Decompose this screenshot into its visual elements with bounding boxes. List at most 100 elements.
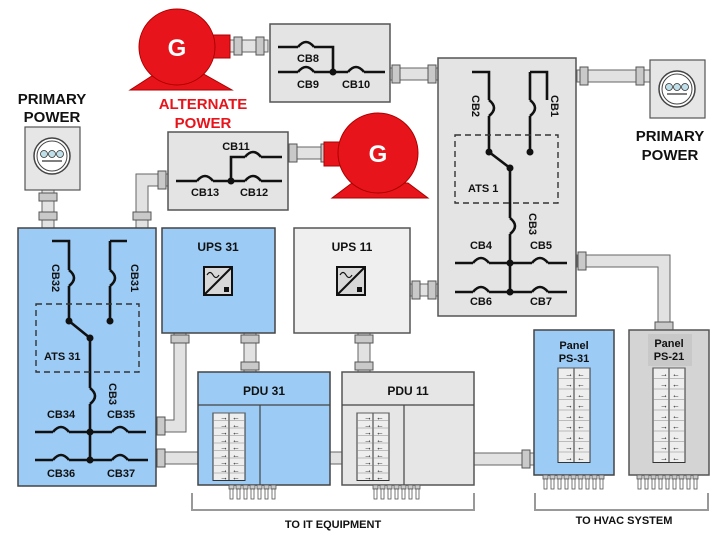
breaker-switch-icon: → bbox=[660, 432, 668, 441]
breaker-switch-icon: ← bbox=[672, 411, 680, 420]
outlet-connector-icon bbox=[577, 474, 584, 480]
breaker-switch-icon: → bbox=[364, 428, 372, 437]
breaker-switch-icon: → bbox=[220, 443, 228, 452]
pdu11-unit: PDU 11 →←→←→←→←→←→←→←→←→← bbox=[341, 371, 475, 500]
outlet-row bbox=[228, 484, 277, 500]
breaker-switch-icon: → bbox=[364, 465, 372, 474]
breaker-switch-icon: ← bbox=[232, 443, 240, 452]
breaker-switch-icon: ← bbox=[577, 401, 585, 410]
outlet-connector-icon bbox=[242, 484, 249, 490]
ups31-unit: UPS 31 bbox=[161, 227, 276, 334]
ps31-label-line1: Panel bbox=[559, 340, 588, 352]
generator-label-2: G bbox=[369, 141, 388, 168]
outlet-row bbox=[636, 474, 699, 490]
breaker-switch-icon: ← bbox=[376, 450, 384, 459]
outlet-connector-icon bbox=[393, 484, 400, 490]
conduits bbox=[38, 36, 674, 469]
ups11-label: UPS 11 bbox=[332, 240, 373, 254]
breaker-switch-icon: ← bbox=[232, 428, 240, 437]
outlet-connector-icon bbox=[407, 484, 414, 490]
pdu11-label: PDU 11 bbox=[387, 384, 429, 398]
breaker-switch-icon: → bbox=[220, 420, 228, 429]
breaker-switch-icon: ← bbox=[672, 422, 680, 431]
outlet-connector-icon bbox=[570, 474, 577, 480]
outlet-connector-icon bbox=[270, 484, 277, 490]
cb7-label: CB7 bbox=[530, 296, 552, 308]
generator-alternate-bottom: G bbox=[323, 112, 430, 199]
cb9-label: CB9 bbox=[297, 79, 319, 91]
breaker-switch-icon: → bbox=[565, 401, 573, 410]
outlet-connector-icon bbox=[386, 484, 393, 490]
breaker-switch-icon: ← bbox=[376, 473, 384, 482]
to-it-equipment-label: TO IT EQUIPMENT bbox=[285, 519, 382, 531]
outlet-connector-icon bbox=[678, 474, 685, 480]
breaker-switch-icon: → bbox=[660, 443, 668, 452]
breaker-switch-icon: → bbox=[364, 420, 372, 429]
outlet-connector-icon bbox=[249, 484, 256, 490]
breaker-switch-icon: ← bbox=[577, 453, 585, 462]
panel-ps21: Panel PS-21 →←→←→←→←→←→←→←→←→← bbox=[628, 329, 710, 490]
to-hvac-system-label: TO HVAC SYSTEM bbox=[576, 515, 673, 527]
cb6-label: CB6 bbox=[470, 296, 492, 308]
pdu31-label: PDU 31 bbox=[243, 384, 285, 398]
cb34-label: CB34 bbox=[47, 409, 76, 421]
outlet-connector-icon bbox=[664, 474, 671, 480]
breaker-bank: →←→←→←→←→←→←→←→←→← bbox=[652, 367, 686, 463]
breaker-switch-icon: → bbox=[660, 453, 668, 462]
breaker-switch-icon: → bbox=[220, 450, 228, 459]
breaker-switch-icon: ← bbox=[232, 473, 240, 482]
cb4-label: CB4 bbox=[470, 240, 493, 252]
breaker-switch-icon: → bbox=[660, 422, 668, 431]
breaker-switch-icon: ← bbox=[232, 458, 240, 467]
hvac-bracket bbox=[534, 493, 709, 511]
breaker-switch-icon: → bbox=[660, 390, 668, 399]
ups31-label: UPS 31 bbox=[197, 240, 239, 254]
breaker-panel-cb8-cb10: CB8 CB9 CB10 bbox=[269, 23, 391, 103]
cb8-label: CB8 bbox=[297, 53, 319, 65]
breaker-switch-icon: ← bbox=[672, 390, 680, 399]
ats31-switchgear: CB32 CB31 ATS 31 CB3 CB34 CB35 CB36 CB37 bbox=[17, 227, 157, 487]
breaker-switch-icon: ← bbox=[672, 369, 680, 378]
breaker-bank: →←→←→←→←→←→←→←→←→← bbox=[212, 412, 246, 482]
breaker-switch-icon: → bbox=[565, 380, 573, 389]
outlet-connector-icon bbox=[685, 474, 692, 480]
breaker-switch-icon: ← bbox=[232, 465, 240, 474]
outlet-connector-icon bbox=[235, 484, 242, 490]
outlet-connector-icon bbox=[542, 474, 549, 480]
it-equipment-bracket bbox=[191, 493, 475, 511]
breaker-switch-icon: → bbox=[565, 390, 573, 399]
breaker-switch-icon: ← bbox=[232, 413, 240, 422]
outlet-row bbox=[542, 474, 605, 490]
breaker-switch-icon: → bbox=[565, 443, 573, 452]
primary-power-right-line2: POWER bbox=[642, 147, 699, 164]
primary-power-left-line2: POWER bbox=[24, 109, 81, 126]
breaker-panel-cb11-cb13: CB11 CB13 CB12 bbox=[167, 131, 289, 211]
breaker-switch-icon: → bbox=[660, 411, 668, 420]
outlet-connector-icon bbox=[591, 474, 598, 480]
ac-dc-converter-icon bbox=[336, 266, 366, 296]
breaker-switch-icon: ← bbox=[672, 432, 680, 441]
cb12-label: CB12 bbox=[240, 187, 268, 199]
breaker-switch-icon: → bbox=[565, 432, 573, 441]
breaker-switch-icon: → bbox=[364, 450, 372, 459]
cb13-label: CB13 bbox=[191, 187, 219, 199]
breaker-switch-icon: → bbox=[364, 443, 372, 452]
outlet-connector-icon bbox=[400, 484, 407, 490]
cb36-label: CB36 bbox=[47, 468, 75, 480]
breaker-switch-icon: → bbox=[220, 465, 228, 474]
breaker-bank: →←→←→←→←→←→←→←→←→← bbox=[557, 367, 591, 463]
breaker-switch-icon: ← bbox=[577, 390, 585, 399]
ats31-label: ATS 31 bbox=[44, 351, 80, 363]
breaker-switch-icon: ← bbox=[672, 401, 680, 410]
ps31-label-line2: PS-31 bbox=[559, 353, 590, 365]
breaker-switch-icon: → bbox=[660, 369, 668, 378]
breaker-switch-icon: ← bbox=[577, 369, 585, 378]
breaker-switch-icon: → bbox=[660, 401, 668, 410]
utility-meter-right-icon bbox=[649, 59, 706, 119]
panel-ps31: Panel PS-31 →←→←→←→←→←→←→←→←→← bbox=[533, 329, 615, 490]
breaker-switch-icon: ← bbox=[376, 458, 384, 467]
cb37-label: CB37 bbox=[107, 468, 135, 480]
cb5-label: CB5 bbox=[530, 240, 552, 252]
outlet-connector-icon bbox=[263, 484, 270, 490]
